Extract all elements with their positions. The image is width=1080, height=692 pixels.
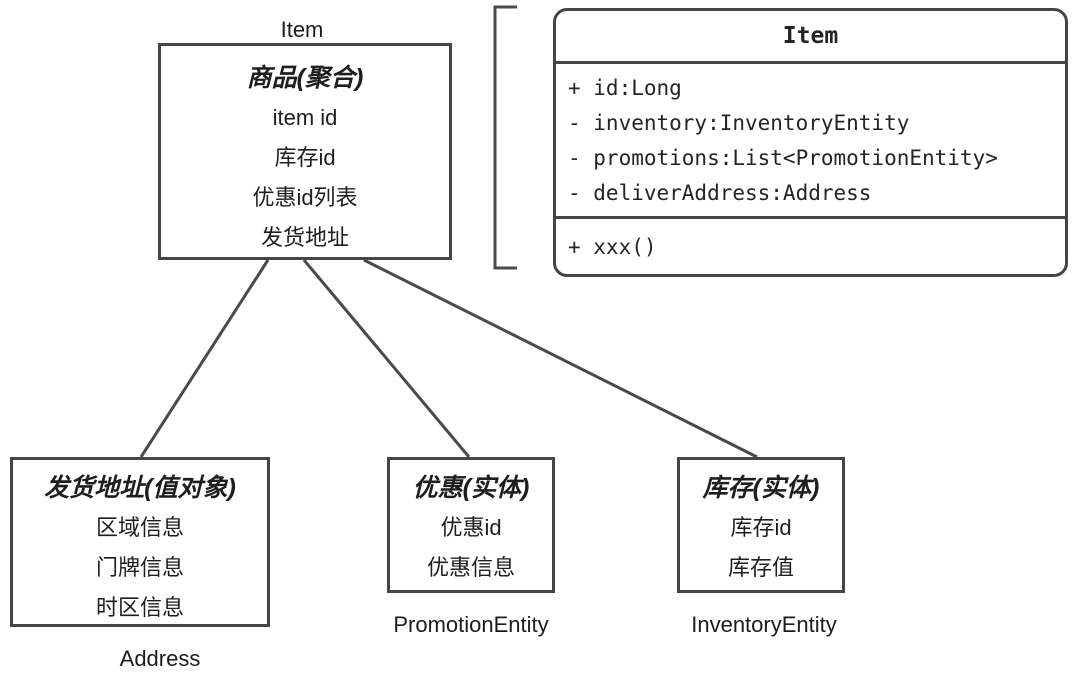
promotion-entity-external-label: PromotionEntity bbox=[393, 612, 549, 637]
promotion-entity-title: 优惠(实体) bbox=[412, 474, 530, 502]
uml-attributes-compartment: + id:Long - inventory:InventoryEntity - … bbox=[556, 64, 1065, 219]
edge-aggregate-to-address bbox=[139, 259, 270, 458]
aggregate-title: 商品(聚合) bbox=[246, 64, 364, 92]
aggregate-row: 库存id bbox=[274, 145, 336, 170]
value-object-title: 发货地址(值对象) bbox=[44, 474, 236, 502]
value-object-box: 发货地址(值对象) 区域信息 门牌信息 时区信息 bbox=[10, 457, 270, 627]
value-object-external-label: Address bbox=[119, 646, 201, 671]
uml-class-box: Item + id:Long - inventory:InventoryEnti… bbox=[553, 8, 1068, 277]
promotion-entity-row: 优惠id bbox=[440, 515, 502, 540]
uml-method: + xxx() bbox=[568, 234, 657, 259]
uml-methods-compartment: + xxx() bbox=[556, 219, 1065, 274]
left-bracket-shape bbox=[493, 5, 517, 270]
value-object-row: 时区信息 bbox=[95, 595, 184, 620]
uml-attribute: - inventory:InventoryEntity bbox=[568, 110, 910, 135]
aggregate-row: item id bbox=[272, 105, 338, 130]
inventory-entity-row: 库存值 bbox=[727, 555, 794, 580]
promotion-entity-row: 优惠信息 bbox=[426, 555, 515, 580]
uml-attribute: - deliverAddress:Address bbox=[568, 180, 872, 205]
inventory-entity-box: 库存(实体) 库存id 库存值 bbox=[677, 457, 845, 593]
edge-aggregate-to-promotion bbox=[302, 259, 471, 458]
value-object-row: 区域信息 bbox=[95, 515, 184, 540]
aggregate-box: 商品(聚合) item id 库存id 优惠id列表 发货地址 bbox=[158, 43, 452, 260]
promotion-entity-box: 优惠(实体) 优惠id 优惠信息 bbox=[387, 457, 555, 593]
uml-attribute: - promotions:List<PromotionEntity> bbox=[568, 145, 998, 170]
inventory-entity-external-label: InventoryEntity bbox=[691, 612, 837, 637]
uml-class-title: Item bbox=[556, 11, 1065, 64]
aggregate-external-label: Item bbox=[280, 17, 324, 42]
aggregate-row: 优惠id列表 bbox=[252, 185, 358, 210]
edge-aggregate-to-inventory bbox=[363, 258, 758, 459]
inventory-entity-title: 库存(实体) bbox=[702, 474, 820, 502]
value-object-row: 门牌信息 bbox=[95, 555, 184, 580]
uml-attribute: + id:Long bbox=[568, 75, 682, 100]
aggregate-row: 发货地址 bbox=[260, 225, 349, 250]
inventory-entity-row: 库存id bbox=[730, 515, 792, 540]
